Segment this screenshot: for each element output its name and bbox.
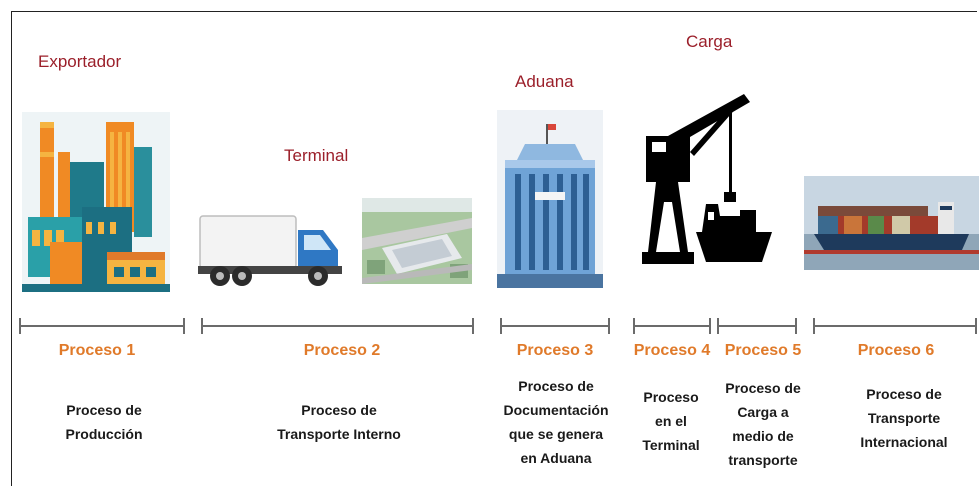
- stage-label-exportador: Exportador: [38, 52, 122, 71]
- process-desc-6: Proceso de Transporte Internacional: [860, 382, 947, 454]
- timeline-segment-3: [501, 325, 609, 327]
- process-desc-4: Proceso en el Terminal: [642, 385, 699, 457]
- process-label-3: Proceso 3: [516, 342, 594, 359]
- timeline-segment-4: [634, 325, 710, 327]
- process-label-2: Proceso 2: [303, 342, 381, 359]
- customs-building-icon: [497, 110, 603, 288]
- desc-line: Transporte Interno: [277, 426, 401, 442]
- timeline-segment-1: [20, 325, 184, 327]
- timeline-tick: [183, 318, 185, 334]
- desc-line: Proceso de: [301, 402, 377, 418]
- desc-line: en Aduana: [520, 450, 592, 466]
- timeline-tick: [19, 318, 21, 334]
- desc-line: medio de: [732, 428, 794, 444]
- desc-line: transporte: [728, 452, 798, 468]
- timeline-tick: [472, 318, 474, 334]
- timeline-tick: [608, 318, 610, 334]
- desc-line: Documentación: [503, 402, 609, 418]
- terminal-aerial-icon: [362, 198, 472, 284]
- timeline-tick: [813, 318, 815, 334]
- desc-line: Proceso de: [725, 380, 801, 396]
- desc-line: Carga a: [737, 404, 789, 420]
- timeline-tick: [717, 318, 719, 334]
- desc-line: Transporte: [867, 410, 941, 426]
- desc-line: Proceso de: [866, 386, 942, 402]
- desc-line: en el: [655, 413, 687, 429]
- port-crane-ship-icon: [642, 94, 772, 264]
- timeline-tick: [709, 318, 711, 334]
- timeline-segment-6: [814, 325, 977, 327]
- timeline-segment-2: [202, 325, 473, 327]
- container-ship-icon: [804, 176, 979, 270]
- process-label-6: Proceso 6: [857, 342, 935, 359]
- timeline-segment-5: [718, 325, 796, 327]
- process-label-5: Proceso 5: [724, 342, 802, 359]
- process-desc-3: Proceso de Documentación que se genera e…: [503, 374, 608, 470]
- timeline-tick: [975, 318, 977, 334]
- diagram-frame: [11, 11, 977, 486]
- factory-icon: [22, 112, 170, 292]
- desc-line: Terminal: [642, 437, 700, 453]
- process-desc-1: Proceso de Producción: [65, 398, 142, 446]
- desc-line: que se genera: [508, 426, 604, 442]
- process-desc-2: Proceso de Transporte Interno: [277, 398, 401, 446]
- process-desc-5: Proceso de Carga a medio de transporte: [725, 376, 800, 472]
- timeline-tick: [201, 318, 203, 334]
- desc-line: Proceso de: [66, 402, 142, 418]
- process-label-1: Proceso 1: [58, 342, 136, 359]
- stage-label-aduana: Aduana: [515, 72, 574, 91]
- truck-icon: [198, 215, 342, 286]
- process-label-4: Proceso 4: [633, 342, 711, 359]
- desc-line: Internacional: [860, 434, 948, 450]
- timeline-tick: [633, 318, 635, 334]
- desc-line: Proceso: [643, 389, 699, 405]
- timeline-tick: [500, 318, 502, 334]
- timeline-tick: [795, 318, 797, 334]
- stage-label-carga: Carga: [686, 32, 733, 51]
- stage-label-terminal: Terminal: [284, 146, 349, 165]
- desc-line: Proceso de: [518, 378, 594, 394]
- desc-line: Producción: [65, 426, 143, 442]
